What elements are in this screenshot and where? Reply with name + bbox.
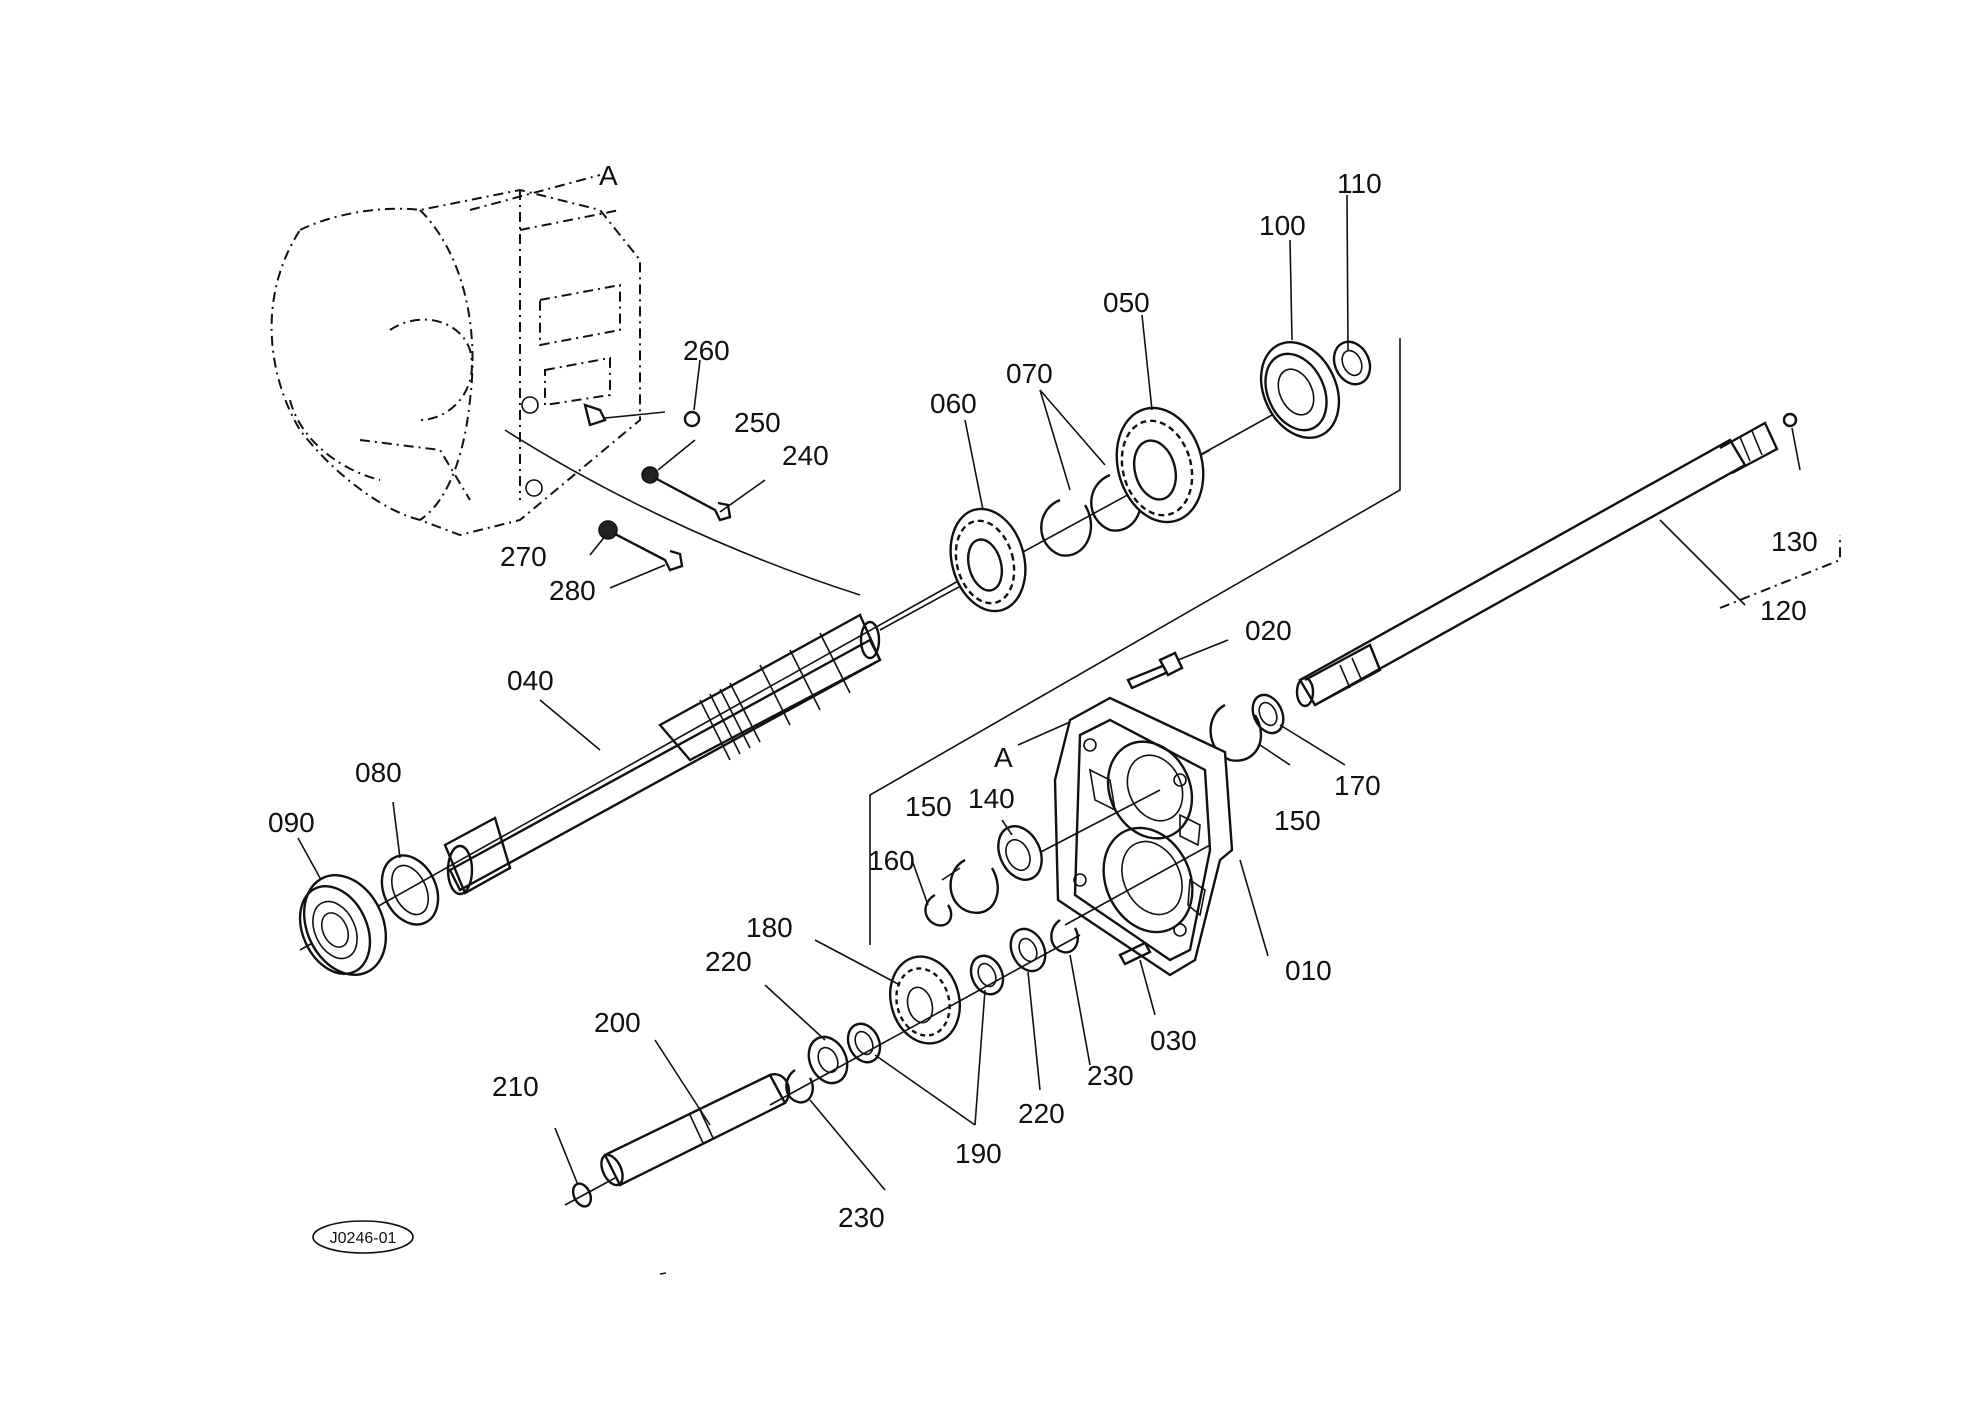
housing-fasteners bbox=[583, 403, 732, 572]
reference-code: J0246-01 bbox=[330, 1230, 397, 1247]
label-A-top: A bbox=[599, 160, 618, 191]
group-bracket bbox=[869, 338, 1401, 945]
shaft-120 bbox=[1295, 412, 1798, 708]
bearing-100 bbox=[1259, 340, 1341, 440]
seal-170 bbox=[1251, 693, 1285, 735]
label-070: 070 bbox=[1006, 358, 1053, 389]
label-230-b: 230 bbox=[1087, 1060, 1134, 1091]
plate-010 bbox=[1053, 696, 1234, 977]
thrust-washer-080 bbox=[380, 854, 440, 926]
label-200: 200 bbox=[594, 1007, 641, 1038]
snap-ring-230-right bbox=[1050, 919, 1079, 954]
label-050: 050 bbox=[1103, 287, 1150, 318]
transmission-housing bbox=[270, 174, 861, 596]
label-170: 170 bbox=[1334, 770, 1381, 801]
plug-260 bbox=[683, 410, 701, 428]
part-130 bbox=[1782, 412, 1798, 428]
label-230-a: 230 bbox=[838, 1202, 885, 1233]
label-250: 250 bbox=[734, 407, 781, 438]
label-A-mid: A bbox=[994, 742, 1013, 773]
label-020: 020 bbox=[1245, 615, 1292, 646]
label-150-a: 150 bbox=[905, 791, 952, 822]
label-220-a: 220 bbox=[705, 946, 752, 977]
label-120: 120 bbox=[1760, 595, 1807, 626]
snap-ring-230-left bbox=[785, 1069, 814, 1104]
label-060: 060 bbox=[930, 388, 977, 419]
washer-220-left bbox=[807, 1035, 849, 1085]
label-220-b: 220 bbox=[1018, 1098, 1065, 1129]
main-shaft-040 bbox=[299, 579, 961, 951]
label-130: 130 bbox=[1771, 526, 1818, 557]
label-160: 160 bbox=[868, 845, 915, 876]
label-240: 240 bbox=[782, 440, 829, 471]
label-260: 260 bbox=[683, 335, 730, 366]
label-210: 210 bbox=[492, 1071, 539, 1102]
seal-110 bbox=[1332, 340, 1372, 386]
label-010: 010 bbox=[1285, 955, 1332, 986]
shaft-200 bbox=[600, 1073, 791, 1187]
ring-160 bbox=[924, 893, 953, 927]
label-090: 090 bbox=[268, 807, 315, 838]
washer-270 bbox=[598, 520, 618, 540]
label-030: 030 bbox=[1150, 1025, 1197, 1056]
label-040: 040 bbox=[507, 665, 554, 696]
needle-bearing-190-right bbox=[969, 954, 1005, 996]
label-140: 140 bbox=[968, 783, 1015, 814]
label-270: 270 bbox=[500, 541, 547, 572]
bearing-090 bbox=[298, 874, 388, 976]
reference-badge: J0246-01 bbox=[312, 1220, 414, 1254]
pin-030 bbox=[1118, 941, 1152, 966]
leader-lines bbox=[297, 194, 1801, 1191]
label-100: 100 bbox=[1259, 210, 1306, 241]
gear-180 bbox=[889, 955, 961, 1045]
bearing-140 bbox=[997, 825, 1043, 881]
label-150-b: 150 bbox=[1274, 805, 1321, 836]
label-190: 190 bbox=[955, 1138, 1002, 1169]
washer-250 bbox=[641, 466, 659, 484]
snap-ring-150-lower bbox=[949, 858, 999, 914]
label-080: 080 bbox=[355, 757, 402, 788]
spline-section bbox=[699, 632, 851, 761]
label-280: 280 bbox=[549, 575, 596, 606]
gear-060 bbox=[949, 507, 1027, 613]
snap-ring-150-upper bbox=[1209, 703, 1263, 762]
label-180: 180 bbox=[746, 912, 793, 943]
label-110: 110 bbox=[1337, 168, 1382, 199]
washer-220-right bbox=[1009, 927, 1047, 973]
part-labels: 110 100 050 070 060 260 250 240 270 280 … bbox=[268, 160, 1818, 1233]
bolt-020 bbox=[1126, 651, 1184, 690]
gear-050 bbox=[1115, 406, 1205, 524]
needle-bearing-190-left bbox=[846, 1022, 882, 1064]
